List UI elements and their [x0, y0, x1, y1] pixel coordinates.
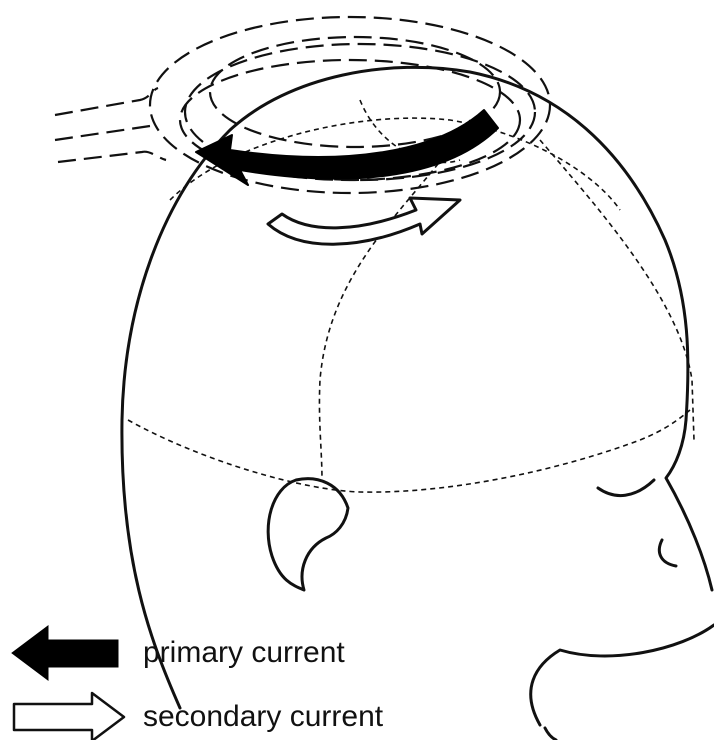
secondary-legend-icon	[14, 693, 124, 740]
primary-legend-icon	[12, 626, 118, 680]
mouth-line	[659, 540, 676, 566]
grid-lower-ellipse	[128, 410, 690, 492]
coil-lead-1	[55, 88, 158, 115]
coil-lead-3	[58, 152, 166, 162]
coil-lead-2	[55, 126, 150, 140]
secondary-current-arrow	[268, 198, 460, 244]
neck-line	[545, 728, 556, 740]
grid-front-meridian	[540, 140, 694, 440]
eye-line	[598, 480, 654, 496]
primary-current-label: primary current	[143, 638, 345, 668]
jaw-line	[531, 625, 714, 725]
ear	[268, 479, 348, 590]
secondary-current-label: secondary current	[143, 702, 383, 732]
